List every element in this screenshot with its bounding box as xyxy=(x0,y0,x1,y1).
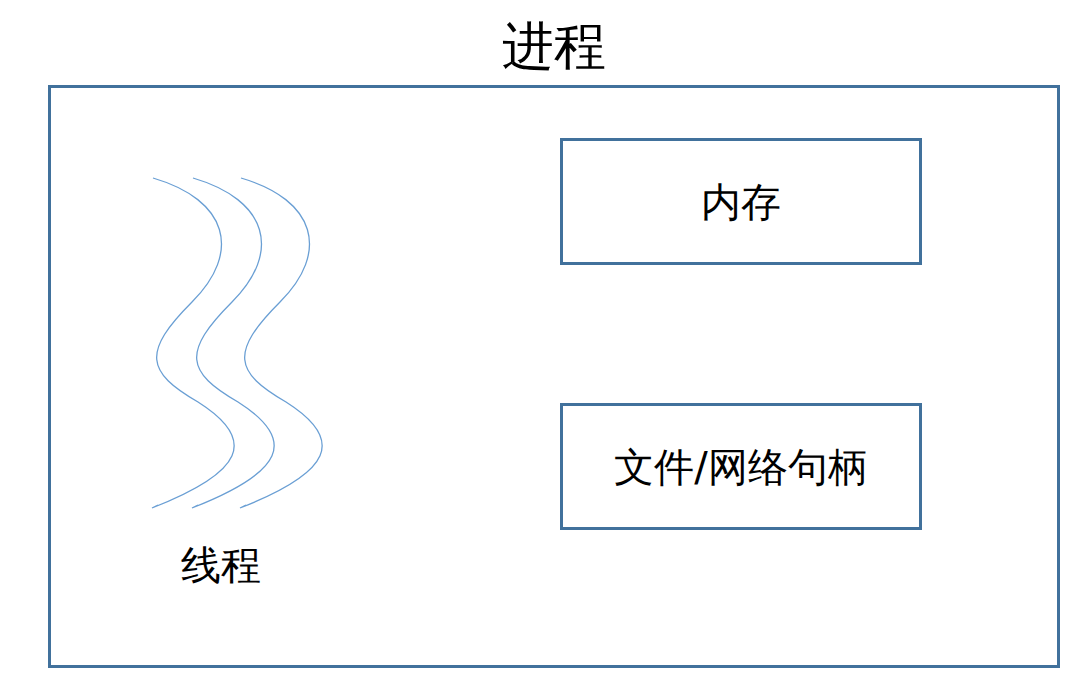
resource-box: 内存 xyxy=(560,138,922,265)
thread-label: 线程 xyxy=(181,543,261,587)
thread-line xyxy=(192,178,274,508)
thread-line xyxy=(152,178,234,508)
thread-lines xyxy=(152,178,322,508)
resource-box: 文件/网络句柄 xyxy=(560,403,922,530)
thread-line xyxy=(240,178,322,508)
box-label: 文件/网络句柄 xyxy=(614,445,867,489)
box-heading: 进程 xyxy=(51,18,1057,75)
box-label: 内存 xyxy=(701,180,781,224)
process-box: 进程内存文件/网络句柄线程 xyxy=(48,85,1060,668)
